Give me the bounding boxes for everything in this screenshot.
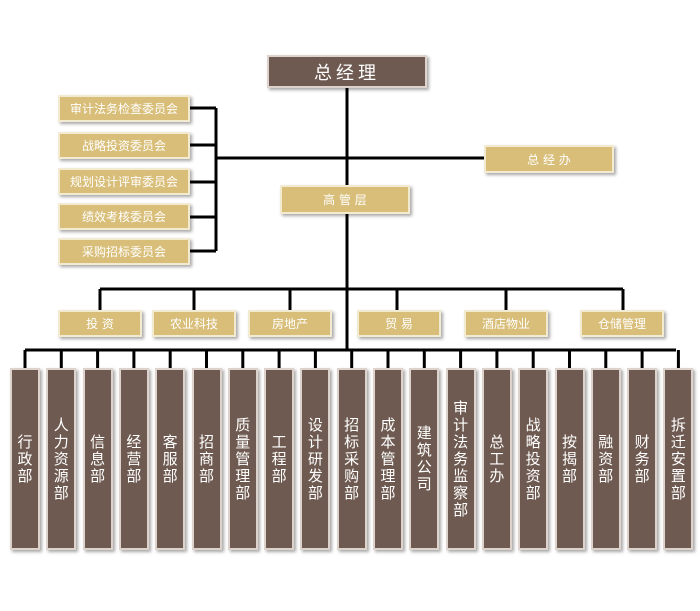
department-box: 招商部	[191, 368, 222, 550]
business-label: 酒店物业	[481, 317, 530, 331]
department-label: 战略投资部	[525, 415, 541, 502]
committee-box: 采购招标委员会	[58, 238, 190, 265]
senior-management-label: 高 管 层	[323, 193, 367, 207]
department-label: 成本管理部	[380, 415, 396, 502]
committee-box: 审计法务检查委员会	[58, 95, 190, 122]
department-box: 总工办	[481, 368, 512, 550]
department-box: 审计法务监察部	[445, 368, 476, 550]
department-label: 质量管理部	[235, 415, 251, 502]
business-box: 农业科技	[152, 310, 236, 337]
office-label: 总 经 办	[527, 152, 571, 167]
department-box: 客服部	[155, 368, 186, 550]
department-box: 成本管理部	[373, 368, 403, 550]
department-box: 招标采购部	[336, 368, 367, 550]
business-box: 酒店物业	[464, 310, 548, 337]
senior-management-box: 高 管 层	[280, 185, 410, 214]
committee-box: 绩效考核委员会	[58, 203, 190, 230]
business-label: 农业科技	[169, 317, 218, 331]
department-box: 经营部	[118, 368, 149, 550]
department-box: 信息部	[82, 368, 113, 550]
department-label: 设计研发部	[307, 415, 323, 502]
department-label: 信息部	[90, 432, 106, 485]
department-box: 融资部	[590, 368, 621, 550]
department-box: 战略投资部	[518, 368, 549, 550]
committee-box: 规划设计评审委员会	[58, 168, 190, 195]
business-box: 贸 易	[357, 310, 441, 337]
department-box: 按揭部	[554, 368, 585, 550]
committee-label: 战略投资委员会	[81, 139, 166, 153]
department-label: 行政部	[17, 432, 33, 485]
business-label: 投 资	[86, 317, 114, 331]
department-box: 财务部	[627, 368, 658, 550]
general-manager-label: 总经理	[314, 62, 380, 84]
department-box: 建筑公司	[409, 368, 440, 550]
department-label: 总工办	[489, 432, 505, 485]
business-box: 投 资	[58, 310, 142, 337]
general-manager-box: 总经理	[267, 55, 427, 88]
department-label: 融资部	[598, 432, 614, 485]
business-label: 仓储管理	[597, 317, 646, 331]
business-box: 仓储管理	[580, 310, 664, 337]
department-label: 按揭部	[561, 432, 577, 485]
committee-label: 规划设计评审委员会	[69, 175, 178, 189]
committee-label: 审计法务检查委员会	[69, 102, 178, 116]
department-box: 设计研发部	[300, 368, 331, 550]
business-label: 贸 易	[385, 317, 413, 331]
department-label: 工程部	[271, 432, 287, 485]
business-label: 房地产	[271, 317, 308, 331]
department-label: 审计法务监察部	[453, 398, 469, 519]
department-label: 人力资源部	[53, 415, 69, 502]
committee-label: 绩效考核委员会	[81, 210, 166, 224]
department-box: 行政部	[10, 368, 40, 550]
business-box: 房地产	[248, 310, 332, 337]
department-label: 拆迁安置部	[670, 415, 686, 502]
department-box: 人力资源部	[46, 368, 77, 550]
department-box: 质量管理部	[227, 368, 258, 550]
department-label: 招商部	[198, 432, 214, 485]
committee-label: 采购招标委员会	[81, 245, 166, 259]
department-box: 工程部	[264, 368, 295, 550]
office-box: 总 经 办	[484, 145, 614, 173]
department-label: 招标采购部	[344, 415, 360, 502]
department-box: 拆迁安置部	[663, 368, 694, 550]
department-label: 经营部	[126, 432, 142, 485]
department-label: 建筑公司	[416, 424, 432, 493]
department-label: 客服部	[162, 432, 178, 485]
committee-box: 战略投资委员会	[58, 132, 190, 159]
department-label: 财务部	[634, 432, 650, 485]
